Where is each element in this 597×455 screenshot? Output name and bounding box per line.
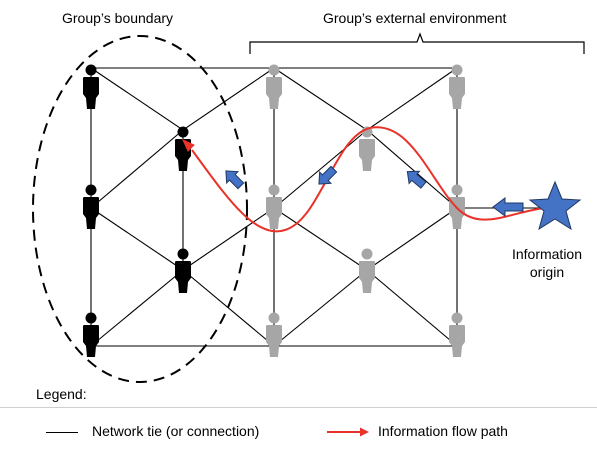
network-tie: [273, 129, 368, 209]
network-tie: [273, 207, 368, 271]
person-icon: [449, 64, 465, 109]
network-tie: [182, 269, 275, 347]
person-icon: [359, 248, 375, 293]
legend-tie-swatch: [46, 432, 78, 434]
person-icon: [175, 248, 191, 293]
network-tie: [273, 67, 368, 131]
network-tie: [182, 67, 275, 131]
legend-tie-label: Network tie (or connection): [92, 423, 260, 439]
legend-flow-label: Information flow path: [378, 423, 508, 439]
network-tie: [366, 207, 458, 271]
network-tie: [273, 269, 368, 347]
network-tie: [90, 67, 184, 131]
network-tie: [182, 207, 275, 271]
network-tie: [366, 269, 458, 347]
group-boundary-label: Group’s boundary: [62, 10, 174, 26]
network-ties: [90, 67, 545, 347]
flow-direction-arrows: [225, 165, 524, 217]
person-icon: [449, 312, 465, 357]
person-icon: [83, 184, 99, 229]
information-flow-path: [191, 126, 546, 233]
person-icon: [83, 312, 99, 357]
external-environment-label: Group’s external environment: [323, 10, 507, 26]
direction-arrow-icon: [225, 170, 245, 190]
internal-members: [83, 64, 191, 357]
information-origin-star-icon: [528, 180, 582, 231]
flow-arrowhead: [181, 138, 195, 152]
network-tie: [90, 207, 184, 271]
legend-divider: [0, 407, 597, 408]
network-tie: [366, 67, 458, 131]
external-environment-bracket: [249, 32, 585, 54]
person-icon: [266, 184, 282, 229]
information-origin-label: Information origin: [508, 245, 586, 281]
information-origin-label-line1: Information: [511, 246, 583, 262]
network-tie: [366, 129, 458, 209]
network-tie: [90, 269, 184, 347]
group-boundary-ellipse: [32, 35, 248, 383]
network-tie: [90, 129, 184, 209]
information-origin-label-line2: origin: [529, 264, 565, 280]
person-icon: [359, 126, 375, 171]
external-members: [266, 64, 465, 357]
direction-arrow-icon: [406, 170, 427, 189]
legend-title: Legend:: [36, 386, 87, 402]
direction-arrow-icon: [318, 165, 338, 185]
direction-arrow-icon: [492, 197, 524, 217]
person-icon: [266, 312, 282, 357]
legend-flow-swatch: [327, 427, 369, 437]
